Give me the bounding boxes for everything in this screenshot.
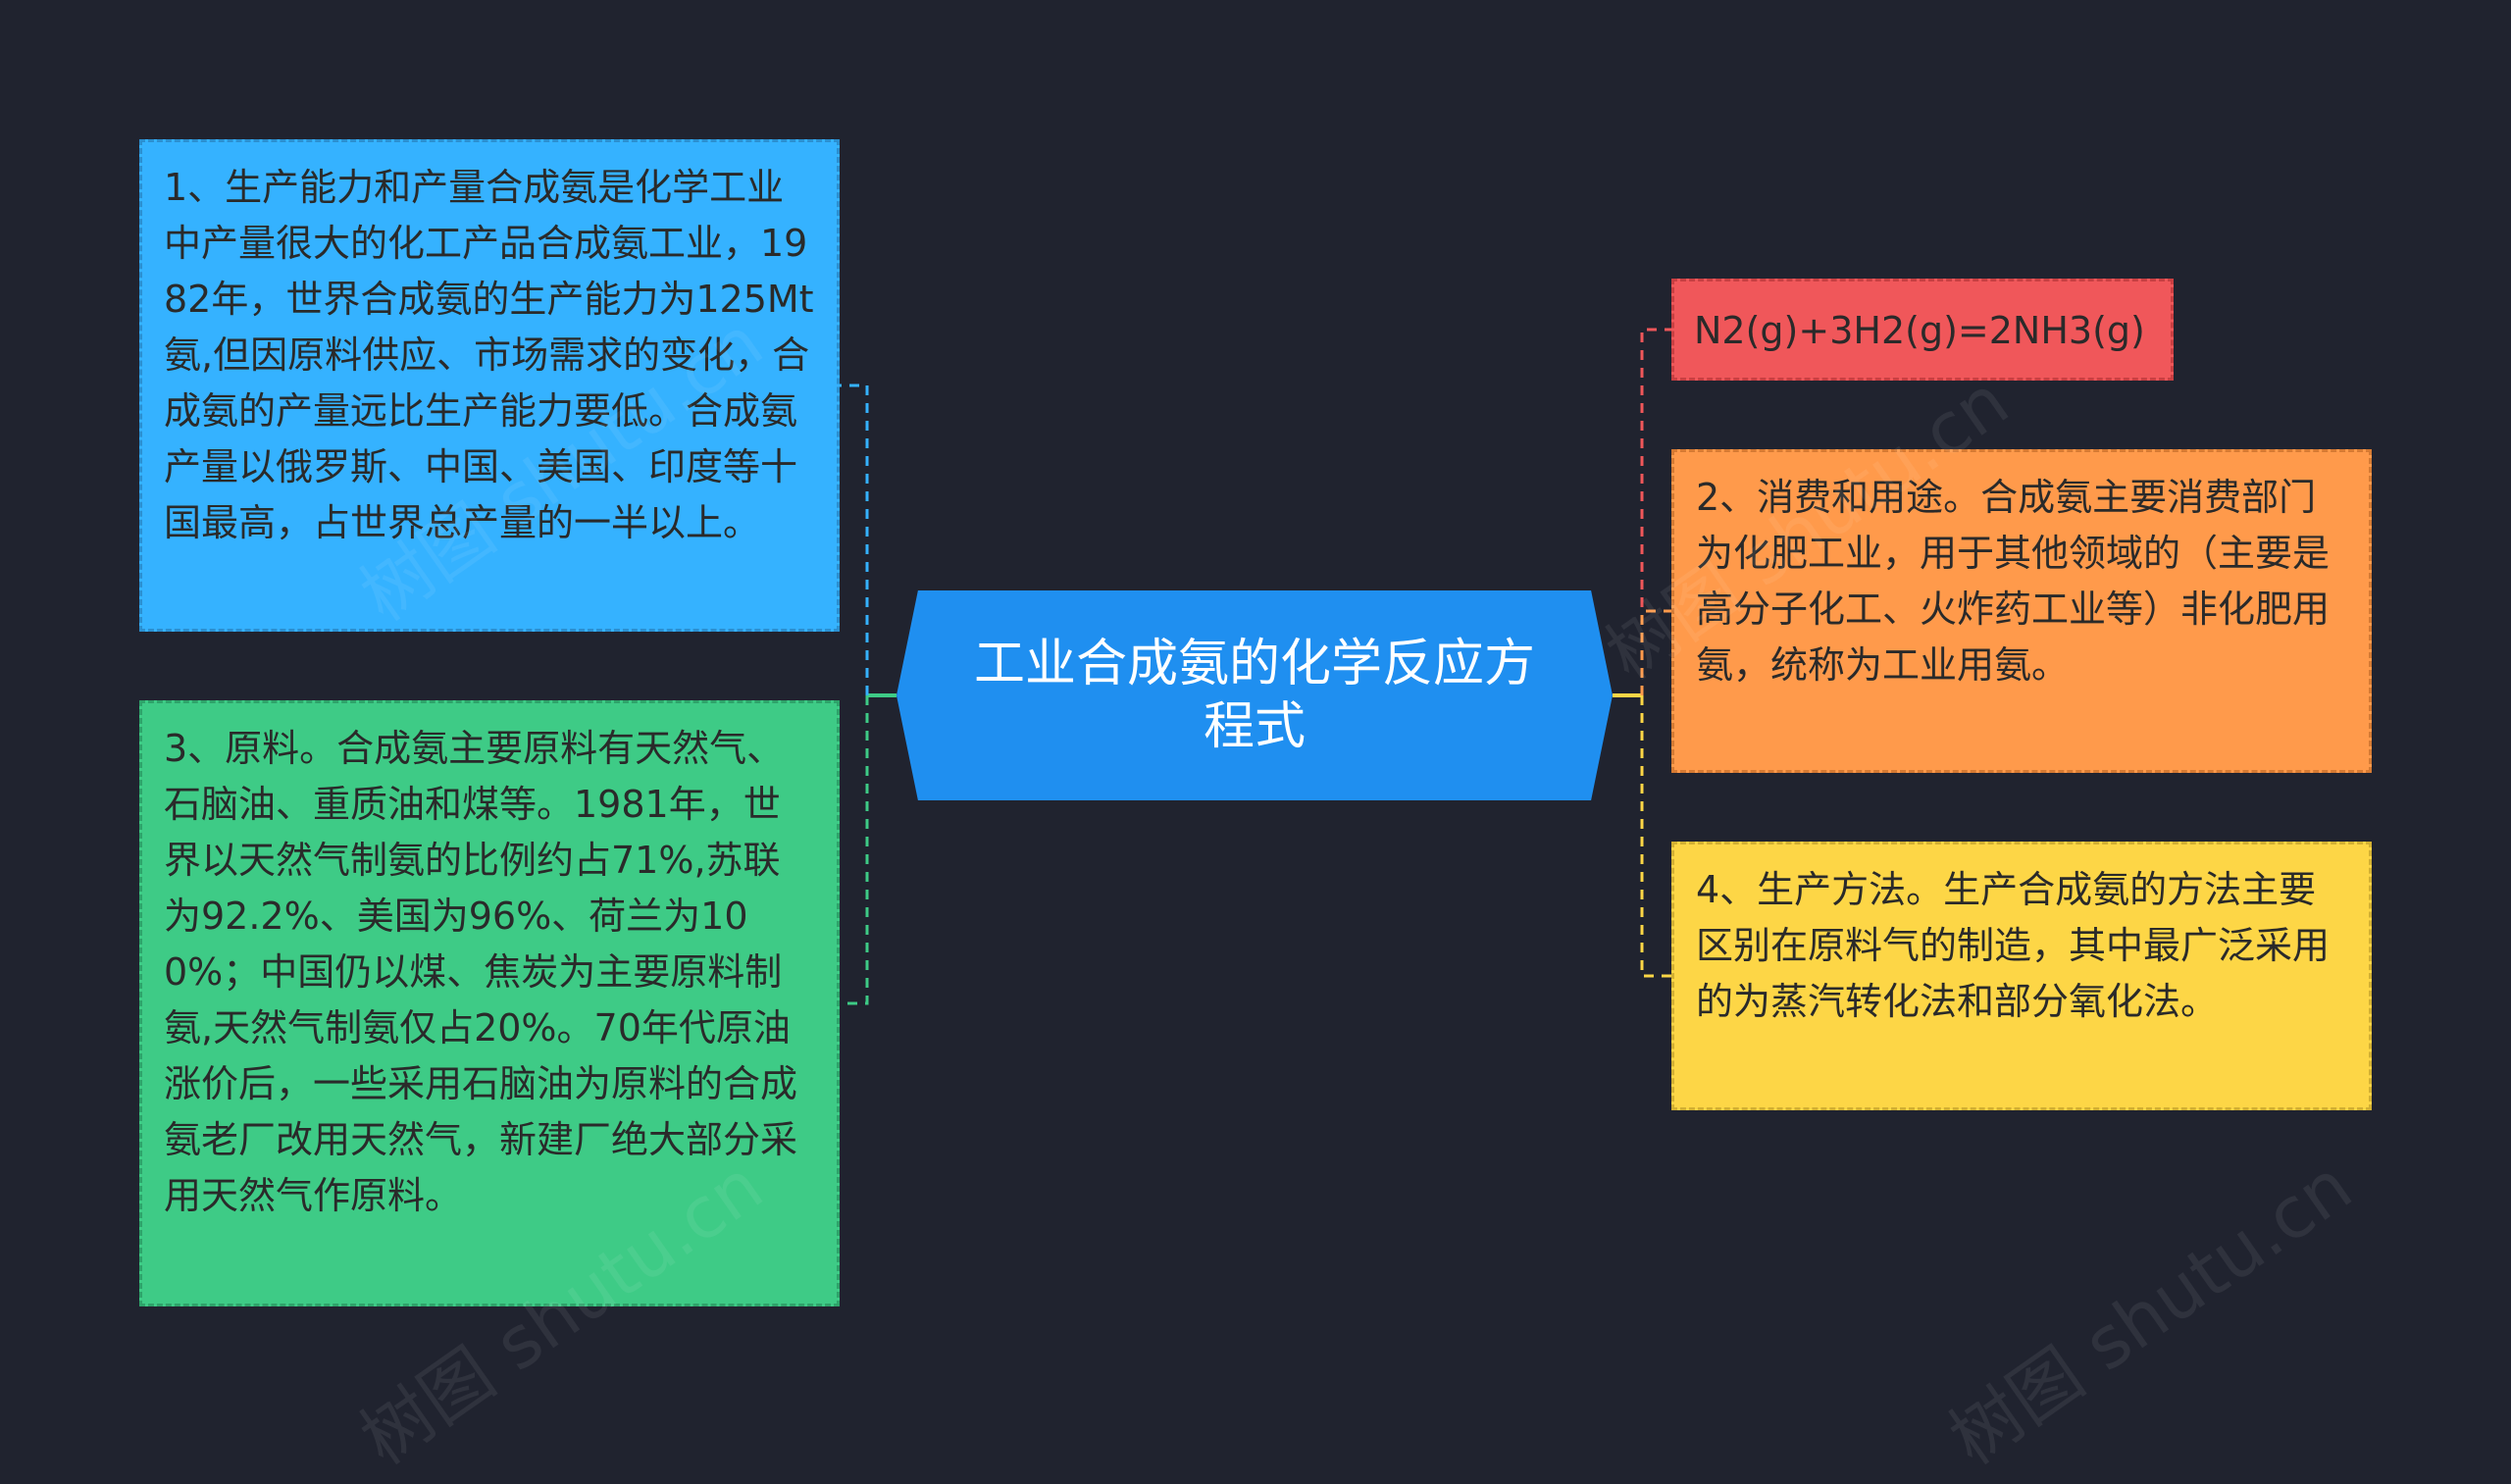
topic-node-production-capacity[interactable]: 1、生产能力和产量合成氨是化学工业中产量很大的化工产品合成氨工业，1982年，世…: [139, 139, 840, 632]
topic-node-production-methods[interactable]: 4、生产方法。生产合成氨的方法主要区别在原料气的制造，其中最广泛采用的为蒸汽转化…: [1671, 842, 2372, 1110]
topic-node-consumption-uses[interactable]: 2、消费和用途。合成氨主要消费部门为化肥工业，用于其他领域的（主要是高分子化工、…: [1671, 449, 2372, 773]
center-topic-title: 工业合成氨的化学反应方程式: [973, 635, 1535, 756]
node-text: 2、消费和用途。合成氨主要消费部门为化肥工业，用于其他领域的（主要是高分子化工、…: [1696, 476, 2331, 687]
node-text: 4、生产方法。生产合成氨的方法主要区别在原料气的制造，其中最广泛采用的为蒸汽转化…: [1696, 868, 2331, 1023]
topic-node-raw-materials[interactable]: 3、原料。合成氨主要原料有天然气、石脑油、重质油和煤等。1981年，世界以天然气…: [139, 700, 840, 1306]
connector-to-node-4: [1640, 695, 1671, 978]
node-text: 1、生产能力和产量合成氨是化学工业中产量很大的化工产品合成氨工业，1982年，世…: [164, 166, 814, 544]
node-text: 3、原料。合成氨主要原料有天然气、石脑油、重质油和煤等。1981年，世界以天然气…: [164, 727, 798, 1217]
connector-lines: [840, 328, 1671, 1005]
center-topic[interactable]: 工业合成氨的化学反应方程式: [897, 590, 1613, 800]
connector-to-node-3: [840, 695, 869, 1005]
connector-to-node-2: [1640, 609, 1671, 695]
connector-to-node-1: [840, 384, 869, 695]
topic-node-equation[interactable]: N2(g)+3H2(g)=2NH3(g): [1671, 279, 2174, 381]
node-text: N2(g)+3H2(g)=2NH3(g): [1694, 309, 2145, 352]
connector-to-node-eq: [1640, 328, 1671, 695]
